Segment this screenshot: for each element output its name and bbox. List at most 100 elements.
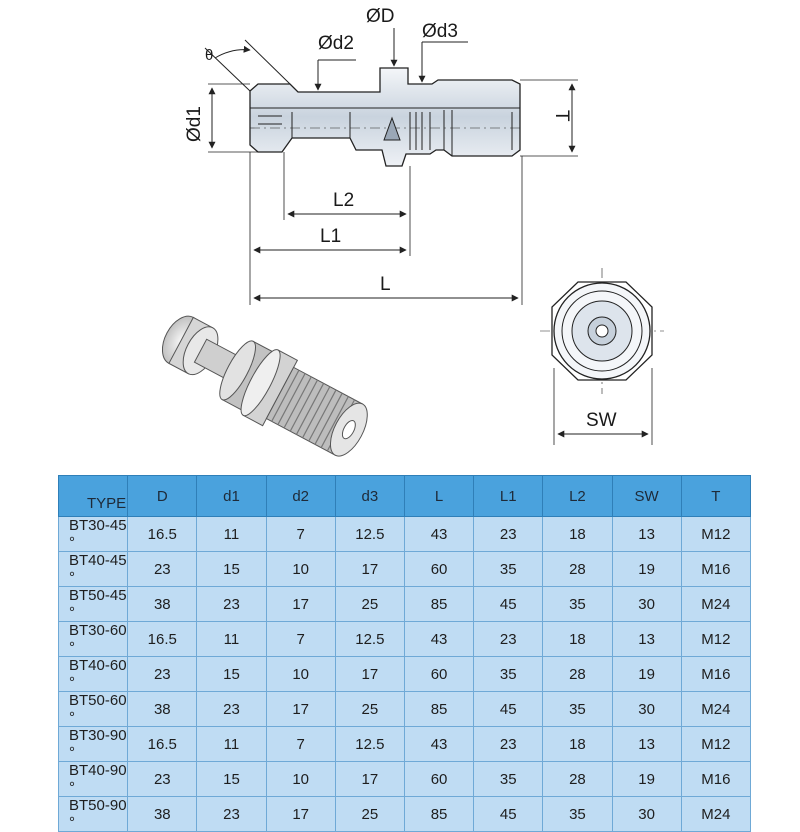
spec-table: TYPE D d1 d2 d3 L L1 L2 SW T BT30-45 °16… bbox=[57, 475, 752, 832]
cell-L2: 28 bbox=[542, 656, 613, 692]
cell-D: 38 bbox=[127, 586, 198, 622]
col-header-L2: L2 bbox=[542, 475, 613, 517]
cell-L1: 45 bbox=[473, 691, 544, 727]
L1-label: L1 bbox=[320, 226, 341, 247]
cell-type: BT40-90 ° bbox=[57, 761, 129, 797]
cell-L: 43 bbox=[403, 621, 475, 657]
cell-L2: 18 bbox=[542, 516, 613, 552]
cell-d2: 10 bbox=[265, 656, 336, 692]
col-header-T: T bbox=[680, 475, 752, 517]
spec-table-container: TYPE D d1 d2 d3 L L1 L2 SW T BT30-45 °16… bbox=[57, 475, 752, 832]
cell-L1: 23 bbox=[473, 516, 544, 552]
cell-L2: 28 bbox=[542, 761, 613, 797]
col-header-type: TYPE bbox=[57, 475, 129, 517]
cell-L: 60 bbox=[403, 656, 475, 692]
cell-d1: 23 bbox=[196, 691, 267, 727]
cell-D: 16.5 bbox=[127, 621, 198, 657]
cell-d3: 17 bbox=[334, 761, 405, 797]
cell-T: M16 bbox=[680, 656, 752, 692]
cell-d1: 11 bbox=[196, 621, 267, 657]
cell-d1: 23 bbox=[196, 796, 267, 832]
pull-stud-side-view: θ Ød1 Ød2 ØD Ød3 T L2 L1 L bbox=[184, 6, 578, 305]
col-header-L: L bbox=[403, 475, 475, 517]
L-label: L bbox=[380, 274, 391, 295]
cell-d2: 17 bbox=[265, 691, 336, 727]
cell-d1: 23 bbox=[196, 586, 267, 622]
cell-type: BT40-60 ° bbox=[57, 656, 129, 692]
cell-L1: 35 bbox=[473, 551, 544, 587]
cell-SW: 30 bbox=[611, 796, 682, 832]
d3-label: Ød3 bbox=[422, 21, 458, 42]
cell-L2: 18 bbox=[542, 621, 613, 657]
stud-body-outline bbox=[249, 67, 521, 167]
cell-SW: 13 bbox=[611, 726, 682, 762]
d2-label: Ød2 bbox=[318, 33, 354, 54]
cell-D: 16.5 bbox=[127, 726, 198, 762]
cell-d3: 12.5 bbox=[334, 726, 405, 762]
cell-d2: 7 bbox=[265, 726, 336, 762]
cell-T: M16 bbox=[680, 551, 752, 587]
cell-L: 43 bbox=[403, 726, 475, 762]
cell-d1: 11 bbox=[196, 516, 267, 552]
col-header-D: D bbox=[127, 475, 198, 517]
cell-L2: 35 bbox=[542, 586, 613, 622]
cell-SW: 19 bbox=[611, 551, 682, 587]
cell-type: BT30-60 ° bbox=[57, 621, 129, 657]
cell-d3: 25 bbox=[334, 796, 405, 832]
cell-L: 60 bbox=[403, 551, 475, 587]
cell-d1: 15 bbox=[196, 761, 267, 797]
cell-T: M24 bbox=[680, 586, 752, 622]
cell-D: 16.5 bbox=[127, 516, 198, 552]
cell-T: M12 bbox=[680, 726, 752, 762]
cell-type: BT50-60 ° bbox=[57, 691, 129, 727]
cell-d3: 12.5 bbox=[334, 621, 405, 657]
col-header-SW: SW bbox=[611, 475, 682, 517]
pull-stud-end-view: SW bbox=[540, 268, 664, 445]
cell-SW: 13 bbox=[611, 516, 682, 552]
spec-header-row: TYPE D d1 d2 d3 L L1 L2 SW T bbox=[57, 475, 752, 517]
cell-d2: 7 bbox=[265, 621, 336, 657]
cell-d1: 15 bbox=[196, 656, 267, 692]
cell-SW: 30 bbox=[611, 586, 682, 622]
cell-L1: 45 bbox=[473, 586, 544, 622]
cell-L: 85 bbox=[403, 796, 475, 832]
cell-d2: 17 bbox=[265, 586, 336, 622]
cell-d3: 17 bbox=[334, 551, 405, 587]
cell-type: BT30-45 ° bbox=[57, 516, 129, 552]
cell-T: M12 bbox=[680, 516, 752, 552]
cell-D: 38 bbox=[127, 796, 198, 832]
SW-label: SW bbox=[586, 410, 617, 431]
cell-L2: 28 bbox=[542, 551, 613, 587]
col-header-d3: d3 bbox=[334, 475, 405, 517]
theta-label: θ bbox=[205, 47, 213, 64]
col-header-L1: L1 bbox=[473, 475, 544, 517]
cell-L1: 23 bbox=[473, 621, 544, 657]
D-label: ØD bbox=[366, 6, 395, 27]
cell-L: 60 bbox=[403, 761, 475, 797]
cell-d3: 25 bbox=[334, 691, 405, 727]
cell-type: BT50-45 ° bbox=[57, 586, 129, 622]
technical-drawing: θ Ød1 Ød2 ØD Ød3 T L2 L1 L bbox=[161, 6, 664, 457]
cell-D: 38 bbox=[127, 691, 198, 727]
cell-L1: 35 bbox=[473, 761, 544, 797]
cell-d2: 17 bbox=[265, 796, 336, 832]
cell-T: M24 bbox=[680, 691, 752, 727]
cell-L: 85 bbox=[403, 586, 475, 622]
cell-d2: 10 bbox=[265, 761, 336, 797]
cell-d2: 10 bbox=[265, 551, 336, 587]
L2-label: L2 bbox=[333, 190, 354, 211]
cell-SW: 13 bbox=[611, 621, 682, 657]
d1-label: Ød1 bbox=[184, 106, 205, 142]
cell-L1: 45 bbox=[473, 796, 544, 832]
cell-L2: 18 bbox=[542, 726, 613, 762]
cell-type: BT50-90 ° bbox=[57, 796, 129, 832]
T-label: T bbox=[551, 110, 572, 122]
